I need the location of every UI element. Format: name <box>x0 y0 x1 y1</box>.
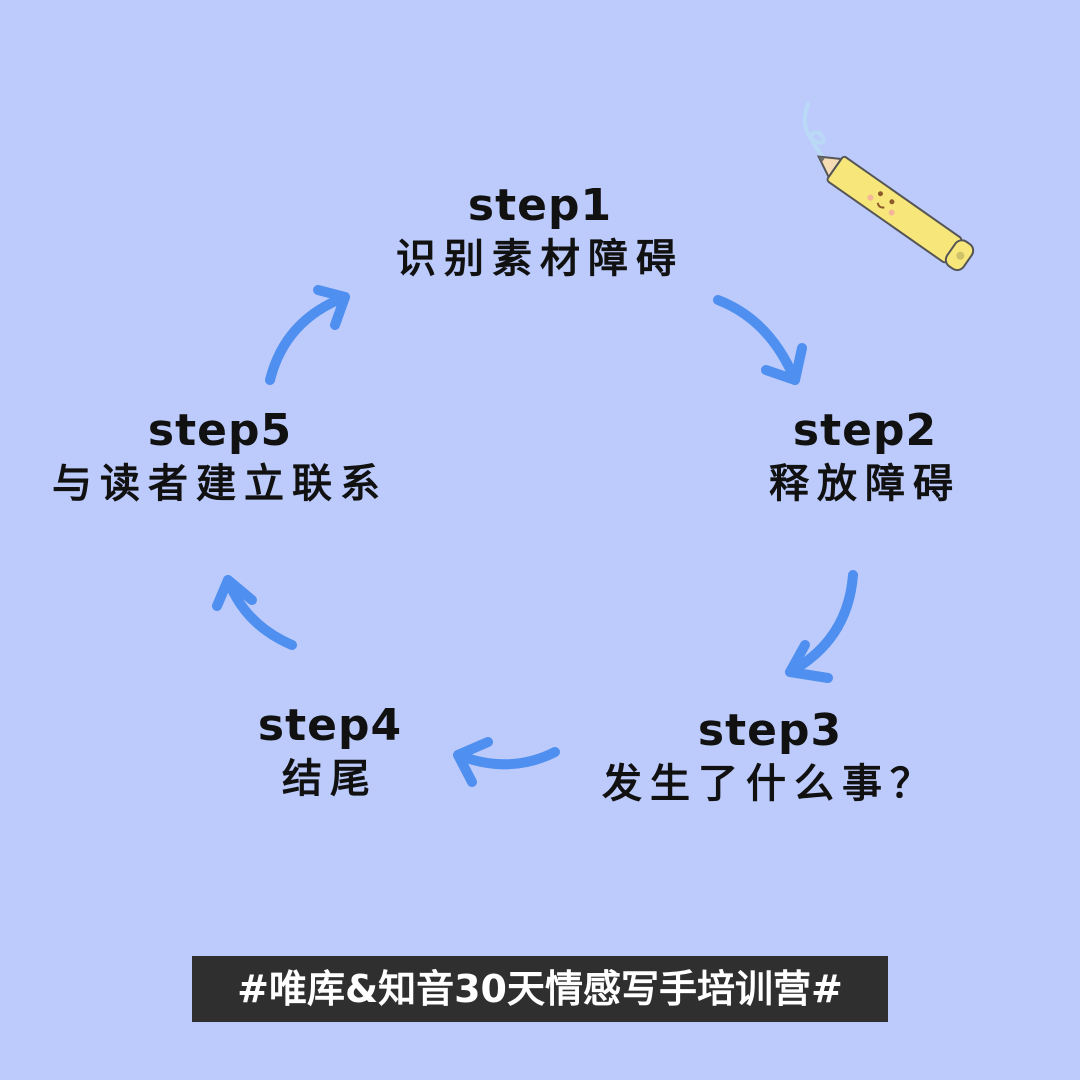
step2-title: 释放障碍 <box>769 461 961 507</box>
step4-label: step4 <box>257 700 403 751</box>
step1: step1 识别素材障碍 <box>340 180 740 286</box>
hashtag-banner: #唯库&知音30天情感写手培训营# <box>192 956 888 1022</box>
step1-label: step1 <box>467 180 613 231</box>
arrow-step5-to-step1 <box>265 285 350 385</box>
step5-title: 与读者建立联系 <box>52 461 388 507</box>
step2: step2 释放障碍 <box>720 405 1010 511</box>
step4-title: 结尾 <box>282 756 378 802</box>
arrow-step4-to-step5 <box>212 575 297 650</box>
step4: step4 结尾 <box>200 700 460 806</box>
step3-label: step3 <box>697 705 843 756</box>
step1-title: 识别素材障碍 <box>396 236 684 282</box>
arrow-step2-to-step3 <box>785 570 858 683</box>
arrow-step1-to-step2 <box>713 295 807 385</box>
step5: step5 与读者建立联系 <box>20 405 420 511</box>
step5-label: step5 <box>147 405 293 456</box>
step3: step3 发生了什么事？ <box>560 705 980 811</box>
step2-label: step2 <box>792 405 938 456</box>
arrow-step3-to-step4 <box>453 737 560 787</box>
step3-title: 发生了什么事？ <box>602 761 938 807</box>
